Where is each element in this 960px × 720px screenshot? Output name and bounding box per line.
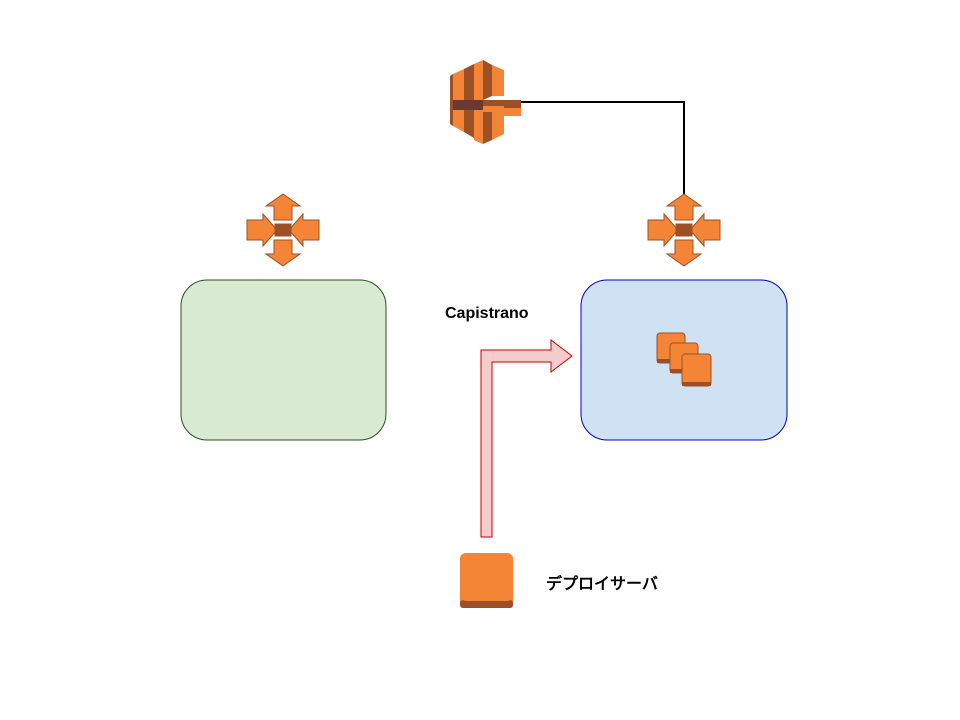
ec2-instances-icon (656, 332, 712, 387)
group-box-left (180, 279, 387, 441)
cloudformation-icon (450, 60, 521, 144)
deploy-server-label: デプロイサーバ (546, 576, 658, 593)
capistrano-arrow (480, 338, 573, 538)
deploy-server-icon (460, 553, 513, 608)
cf-to-lb-connector (521, 101, 685, 196)
load-balancer-left-icon (246, 193, 320, 267)
load-balancer-right-icon (647, 193, 721, 267)
capistrano-label: Capistrano (445, 305, 529, 322)
